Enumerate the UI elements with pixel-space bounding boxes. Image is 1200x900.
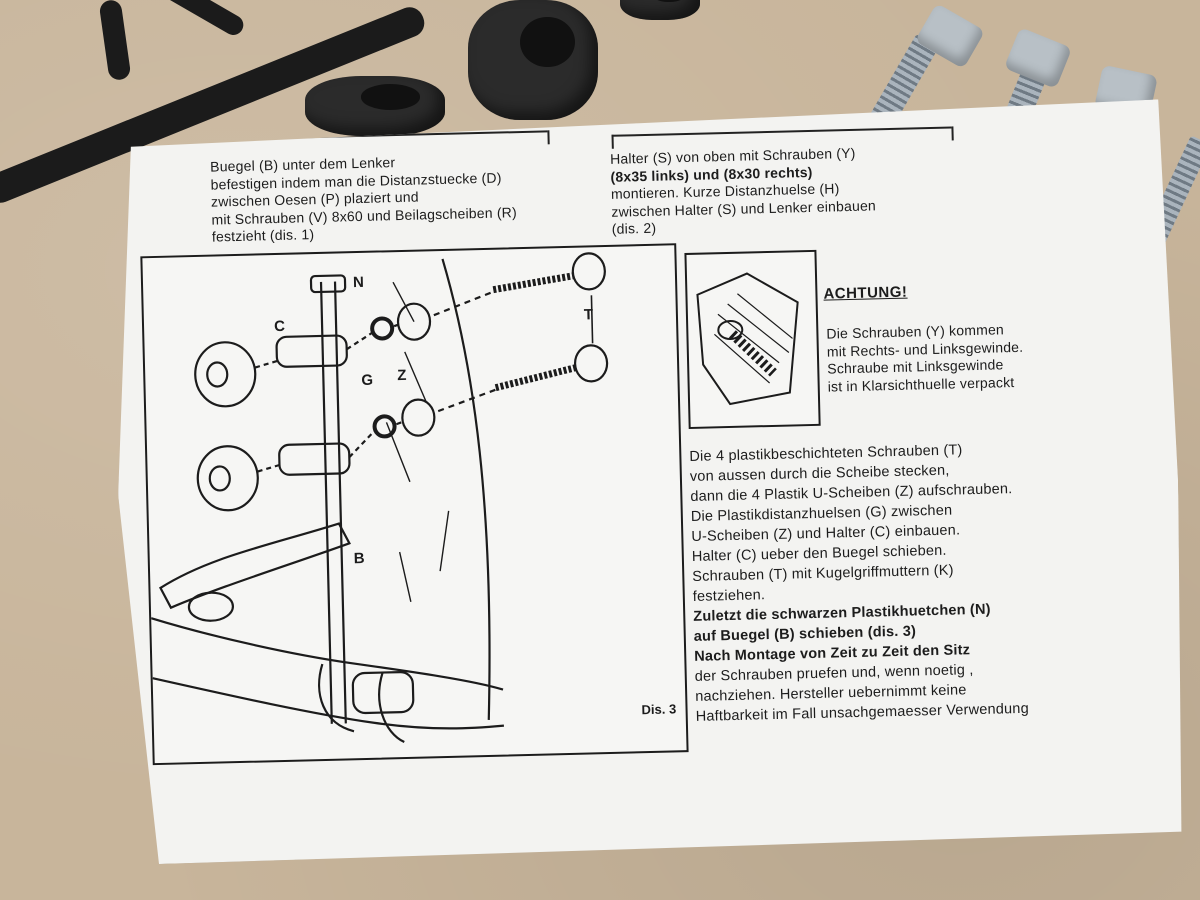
spacer-upper xyxy=(398,303,431,340)
holder-upper xyxy=(276,335,347,367)
rule-tick-right-start xyxy=(612,135,614,149)
label-leader-t xyxy=(591,295,592,343)
cap-n xyxy=(311,275,345,292)
plastic-clamp-center xyxy=(468,0,598,120)
warning-text: Die Schrauben (Y) kommen mit Rechts- und… xyxy=(826,321,1024,396)
washer-lower xyxy=(374,416,394,436)
washer-upper xyxy=(372,318,392,338)
dashed-links-left xyxy=(255,361,280,472)
screw-head-lower xyxy=(575,345,608,382)
dashed-links-mid xyxy=(346,324,403,457)
screw-upper xyxy=(493,276,573,290)
assembly-diagram: N C G Z T B xyxy=(140,243,688,765)
assembly-drawing: N C G Z T B xyxy=(142,245,686,763)
label-t: T xyxy=(584,306,594,323)
left-thread-screw-head xyxy=(718,321,742,340)
warning-drawing xyxy=(686,252,818,427)
diagram-caption: Dis. 3 xyxy=(641,701,677,718)
screw-head-upper xyxy=(572,253,605,290)
label-g: G xyxy=(361,372,373,389)
plastic-clamp-top xyxy=(620,0,700,20)
warning-illustration xyxy=(684,250,820,429)
windshield-edge xyxy=(442,258,491,721)
left-instructions: Buegel (B) unter dem Lenker befestigen i… xyxy=(210,151,518,246)
label-z: Z xyxy=(397,367,407,384)
knob-nut-upper xyxy=(194,342,256,407)
label-c: C xyxy=(274,318,285,335)
screw-lower xyxy=(495,368,575,388)
handlebar-bottom xyxy=(153,670,504,736)
bracket-rod xyxy=(321,282,346,724)
rule-tick-right xyxy=(951,126,953,140)
holder-lower xyxy=(279,443,350,475)
mounting-steps: Die 4 plastikbeschichteten Schrauben (T)… xyxy=(689,439,1029,727)
knob-nut-lower xyxy=(197,446,259,511)
knob-nut-upper-hole xyxy=(207,362,228,386)
right-instructions: Halter (S) von oben mit Schrauben (Y) (8… xyxy=(610,144,877,238)
plastic-clamp-left xyxy=(305,76,445,136)
windshield-hatching xyxy=(383,281,451,602)
knob-nut-lower-hole xyxy=(209,466,230,490)
spacer-lower xyxy=(402,399,435,436)
lever-pivot xyxy=(189,592,234,621)
instruction-sheet: Buegel (B) unter dem Lenker befestigen i… xyxy=(109,99,1187,865)
sleeve-outline xyxy=(697,272,800,404)
label-b: B xyxy=(354,550,365,567)
sleeve-hatching xyxy=(713,292,793,384)
label-n: N xyxy=(353,274,364,291)
grip-lines xyxy=(319,662,405,744)
lever xyxy=(159,523,351,608)
grip-clamp xyxy=(353,672,414,713)
top-rule-right xyxy=(612,126,952,136)
handlebar-top xyxy=(151,610,503,699)
rule-tick-left xyxy=(547,130,549,144)
warning-title: ACHTUNG! xyxy=(823,283,908,303)
